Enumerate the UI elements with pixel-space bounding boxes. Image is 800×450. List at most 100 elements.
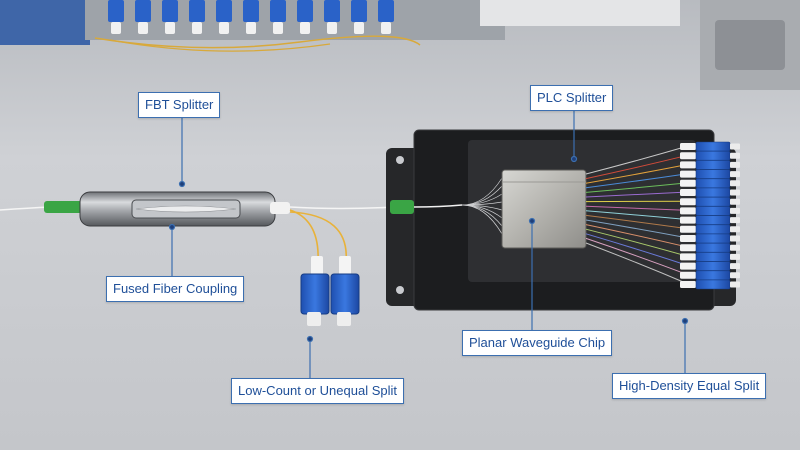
connector-boot — [680, 198, 696, 206]
bg-connector-boot — [273, 22, 283, 34]
bg-connector — [216, 0, 232, 22]
bg-connector-boot — [327, 22, 337, 34]
sc-connector — [695, 215, 731, 225]
bg-connector-boot — [354, 22, 364, 34]
bg-connector-boot — [111, 22, 121, 34]
output-fiber — [585, 219, 689, 239]
sc-connector — [695, 141, 731, 152]
connector-ferrule — [730, 143, 740, 150]
connector-ferrule — [730, 217, 740, 224]
connector-ferrule — [730, 198, 740, 205]
sc-connector — [695, 150, 731, 161]
bg-connector — [351, 0, 367, 22]
connector-ferrule — [730, 244, 740, 251]
connector-ferrule — [730, 180, 740, 187]
output-fiber — [585, 214, 689, 230]
connector-boot — [680, 281, 696, 288]
bg-connector — [162, 0, 178, 22]
callout-low-count-unequal-split: Low-Count or Unequal Split — [231, 378, 404, 404]
connector-boot — [680, 216, 696, 224]
bg-connector-boot — [246, 22, 256, 34]
connector-boot — [680, 253, 696, 261]
output-fiber — [585, 145, 689, 175]
bg-connector — [270, 0, 286, 22]
connector-boot — [680, 262, 696, 270]
connector-ferrule — [730, 263, 740, 270]
connector-boot — [680, 152, 696, 160]
connector-boot — [680, 207, 696, 215]
sc-connector — [695, 206, 731, 216]
callout-fused-fiber-coupling: Fused Fiber Coupling — [106, 276, 245, 302]
bg-connector — [297, 0, 313, 22]
callout-planar-waveguide-chip: Planar Waveguide Chip — [462, 330, 613, 356]
bg-connector — [378, 0, 394, 22]
sc-connector — [695, 279, 731, 290]
sc-connector-left — [300, 273, 330, 315]
sc-connector — [695, 270, 731, 281]
output-fiber — [585, 205, 689, 211]
bg-connector-boot — [381, 22, 391, 34]
sc-connector — [695, 169, 731, 179]
sc-connector — [695, 178, 731, 189]
connector-ferrule — [730, 152, 740, 159]
input-fiber — [461, 204, 503, 235]
sc-connector — [695, 224, 731, 235]
callout-fbt-splitter: FBT Splitter — [138, 92, 221, 118]
bg-connector — [324, 0, 340, 22]
sc-connector — [695, 233, 731, 244]
connector-ferrule — [730, 207, 740, 214]
sc-connector — [695, 160, 731, 170]
fbt-splitter-device — [0, 191, 396, 326]
connector-boot — [680, 225, 696, 233]
sc-connector — [695, 187, 731, 198]
output-fiber — [585, 242, 689, 285]
output-fiber — [585, 228, 689, 257]
background-patch-panel — [0, 0, 800, 90]
bg-connector-boot — [219, 22, 229, 34]
bg-connector-boot — [300, 22, 310, 34]
connector-ferrule — [730, 272, 740, 279]
bg-connector-boot — [138, 22, 148, 34]
connector-boot — [680, 170, 696, 178]
sc-connector-right — [330, 273, 360, 315]
connector-ferrule — [730, 253, 740, 260]
output-fiber — [585, 154, 689, 180]
connector-boot — [680, 235, 696, 242]
plc-splitter-device — [386, 129, 740, 311]
callout-high-density-equal-split: High-Density Equal Split — [612, 373, 767, 399]
sc-connector — [695, 242, 731, 253]
connector-ferrule — [730, 171, 740, 178]
output-fiber — [585, 210, 689, 221]
connector-boot — [680, 179, 696, 187]
bg-connector — [108, 0, 124, 22]
connector-boot — [680, 271, 696, 279]
callout-leaders — [168, 109, 689, 378]
bg-connector — [135, 0, 151, 22]
output-fiber — [585, 182, 689, 193]
output-fiber — [585, 237, 689, 276]
connector-ferrule — [730, 189, 740, 196]
output-fiber — [585, 163, 689, 184]
sc-connector — [695, 252, 731, 262]
output-fiber — [585, 233, 689, 267]
output-fiber — [585, 224, 689, 248]
sc-connector — [695, 261, 731, 271]
callout-plc-splitter: PLC Splitter — [530, 85, 614, 111]
connector-boot — [680, 143, 696, 150]
output-fiber — [585, 173, 689, 189]
bg-connector — [243, 0, 259, 22]
bg-connector — [189, 0, 205, 22]
connector-ferrule — [730, 281, 740, 288]
sc-connector — [695, 196, 731, 207]
waveguide-chip — [501, 169, 587, 249]
connector-boot — [680, 244, 696, 252]
bg-connector-boot — [165, 22, 175, 34]
connector-boot — [680, 189, 696, 196]
bg-connector-boot — [192, 22, 202, 34]
connector-ferrule — [730, 161, 740, 168]
connector-ferrule — [730, 235, 740, 242]
green-boot — [44, 201, 82, 213]
connector-boot — [680, 161, 696, 169]
connector-ferrule — [730, 226, 740, 233]
